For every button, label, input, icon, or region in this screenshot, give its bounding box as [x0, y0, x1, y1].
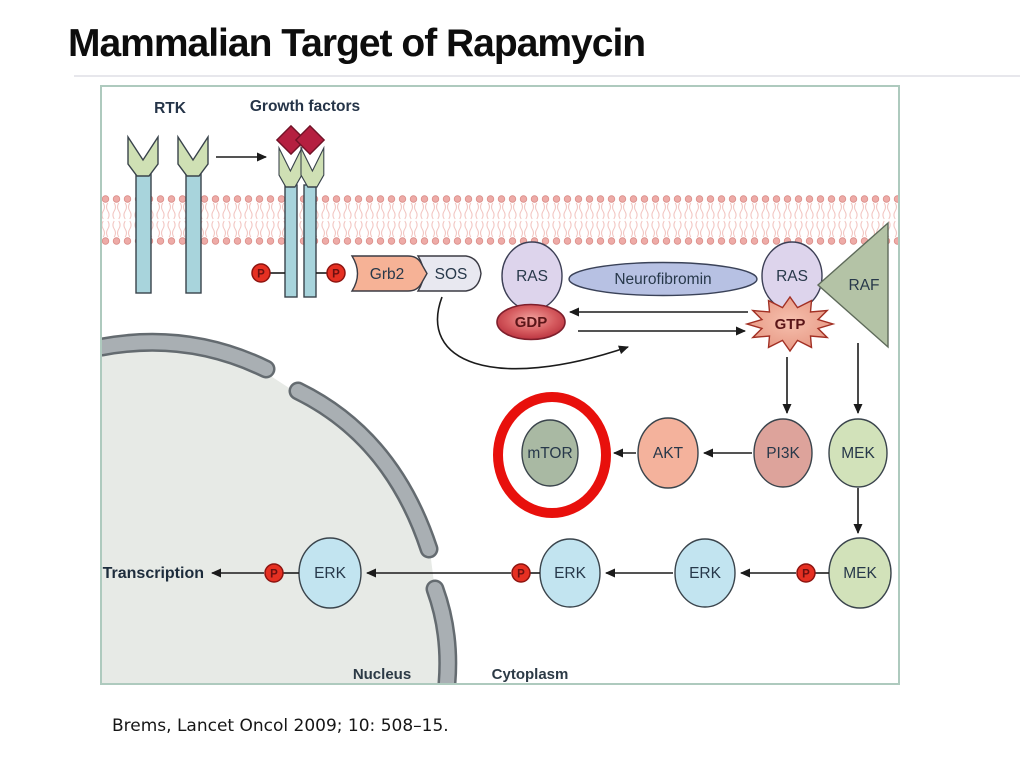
p-label: P [802, 569, 810, 581]
raf-label: RAF [849, 277, 880, 294]
p-label: P [270, 569, 278, 581]
rtk-label: RTK [154, 100, 187, 117]
erk-outer-label: ERK [689, 565, 722, 582]
ras-cycle [496, 221, 889, 353]
mtor-node [521, 419, 579, 487]
cytoplasm-label: Cytoplasm [492, 666, 569, 683]
pi3k-node [753, 418, 813, 488]
p-circle [264, 563, 284, 583]
erk-outer-node [674, 538, 736, 608]
ras-inactive-label: RAS [516, 268, 548, 285]
gtp-label: GTP [775, 316, 806, 333]
transcription-label: Transcription [103, 565, 204, 582]
nucleus-label: Nucleus [353, 666, 411, 683]
plasma-membrane [101, 192, 899, 246]
mtor-highlight-ring [493, 392, 611, 518]
akt-branch [521, 417, 813, 489]
gdp-node [496, 303, 566, 341]
nucleus-region [100, 346, 447, 684]
sos-activation-arrow [436, 296, 629, 370]
mek-upper-label: MEK [841, 445, 875, 462]
growth-factor-diamonds [275, 124, 326, 156]
pi3k-label: PI3K [766, 445, 800, 462]
growth-factors-label: Growth factors [250, 98, 360, 115]
citation: Brems, Lancet Oncol 2009; 10: 508–15. [112, 716, 449, 736]
neurofibromin-label: Neurofibromin [614, 271, 711, 288]
gtp-starburst [744, 295, 836, 353]
akt-label: AKT [653, 445, 684, 462]
p-circle [796, 563, 816, 583]
mek-upper-node [828, 418, 888, 488]
mtor-label: mTOR [527, 445, 572, 462]
adapter-proteins [350, 255, 482, 292]
phosphate-groups: P P P P P [251, 263, 829, 583]
rtk-receptors [127, 124, 326, 298]
grb2-label: Grb2 [370, 266, 404, 283]
p-circle [326, 263, 346, 283]
nuclear-envelope [92, 332, 458, 693]
neurofibromin-node [568, 261, 758, 297]
pathway-figure: P P P P P RTK Growth factors Grb2 SOS RA… [92, 85, 900, 693]
p-circle [251, 263, 271, 283]
erk-nuclear-label: ERK [314, 565, 347, 582]
p-label: P [257, 269, 265, 281]
gdp-label: GDP [515, 314, 548, 331]
figure-border [100, 85, 900, 685]
raf-triangle [816, 221, 889, 349]
erk-inner-label: ERK [554, 565, 587, 582]
figure-labels: RTK Growth factors Grb2 SOS RAS GDP Neur… [103, 98, 880, 683]
akt-node [637, 417, 699, 489]
pathway-figure-panel: P P P P P RTK Growth factors Grb2 SOS RA… [92, 85, 900, 693]
sos-label: SOS [435, 266, 468, 283]
p-label: P [517, 569, 525, 581]
page-title: Mammalian Target of Rapamycin [68, 22, 646, 65]
grb2-banner [350, 255, 428, 292]
mek-lower-label: MEK [843, 565, 877, 582]
pathway-arrows [211, 152, 863, 578]
p-label: P [332, 269, 340, 281]
title-divider [74, 75, 1020, 77]
ras-active-label: RAS [776, 268, 808, 285]
p-circle [511, 563, 531, 583]
